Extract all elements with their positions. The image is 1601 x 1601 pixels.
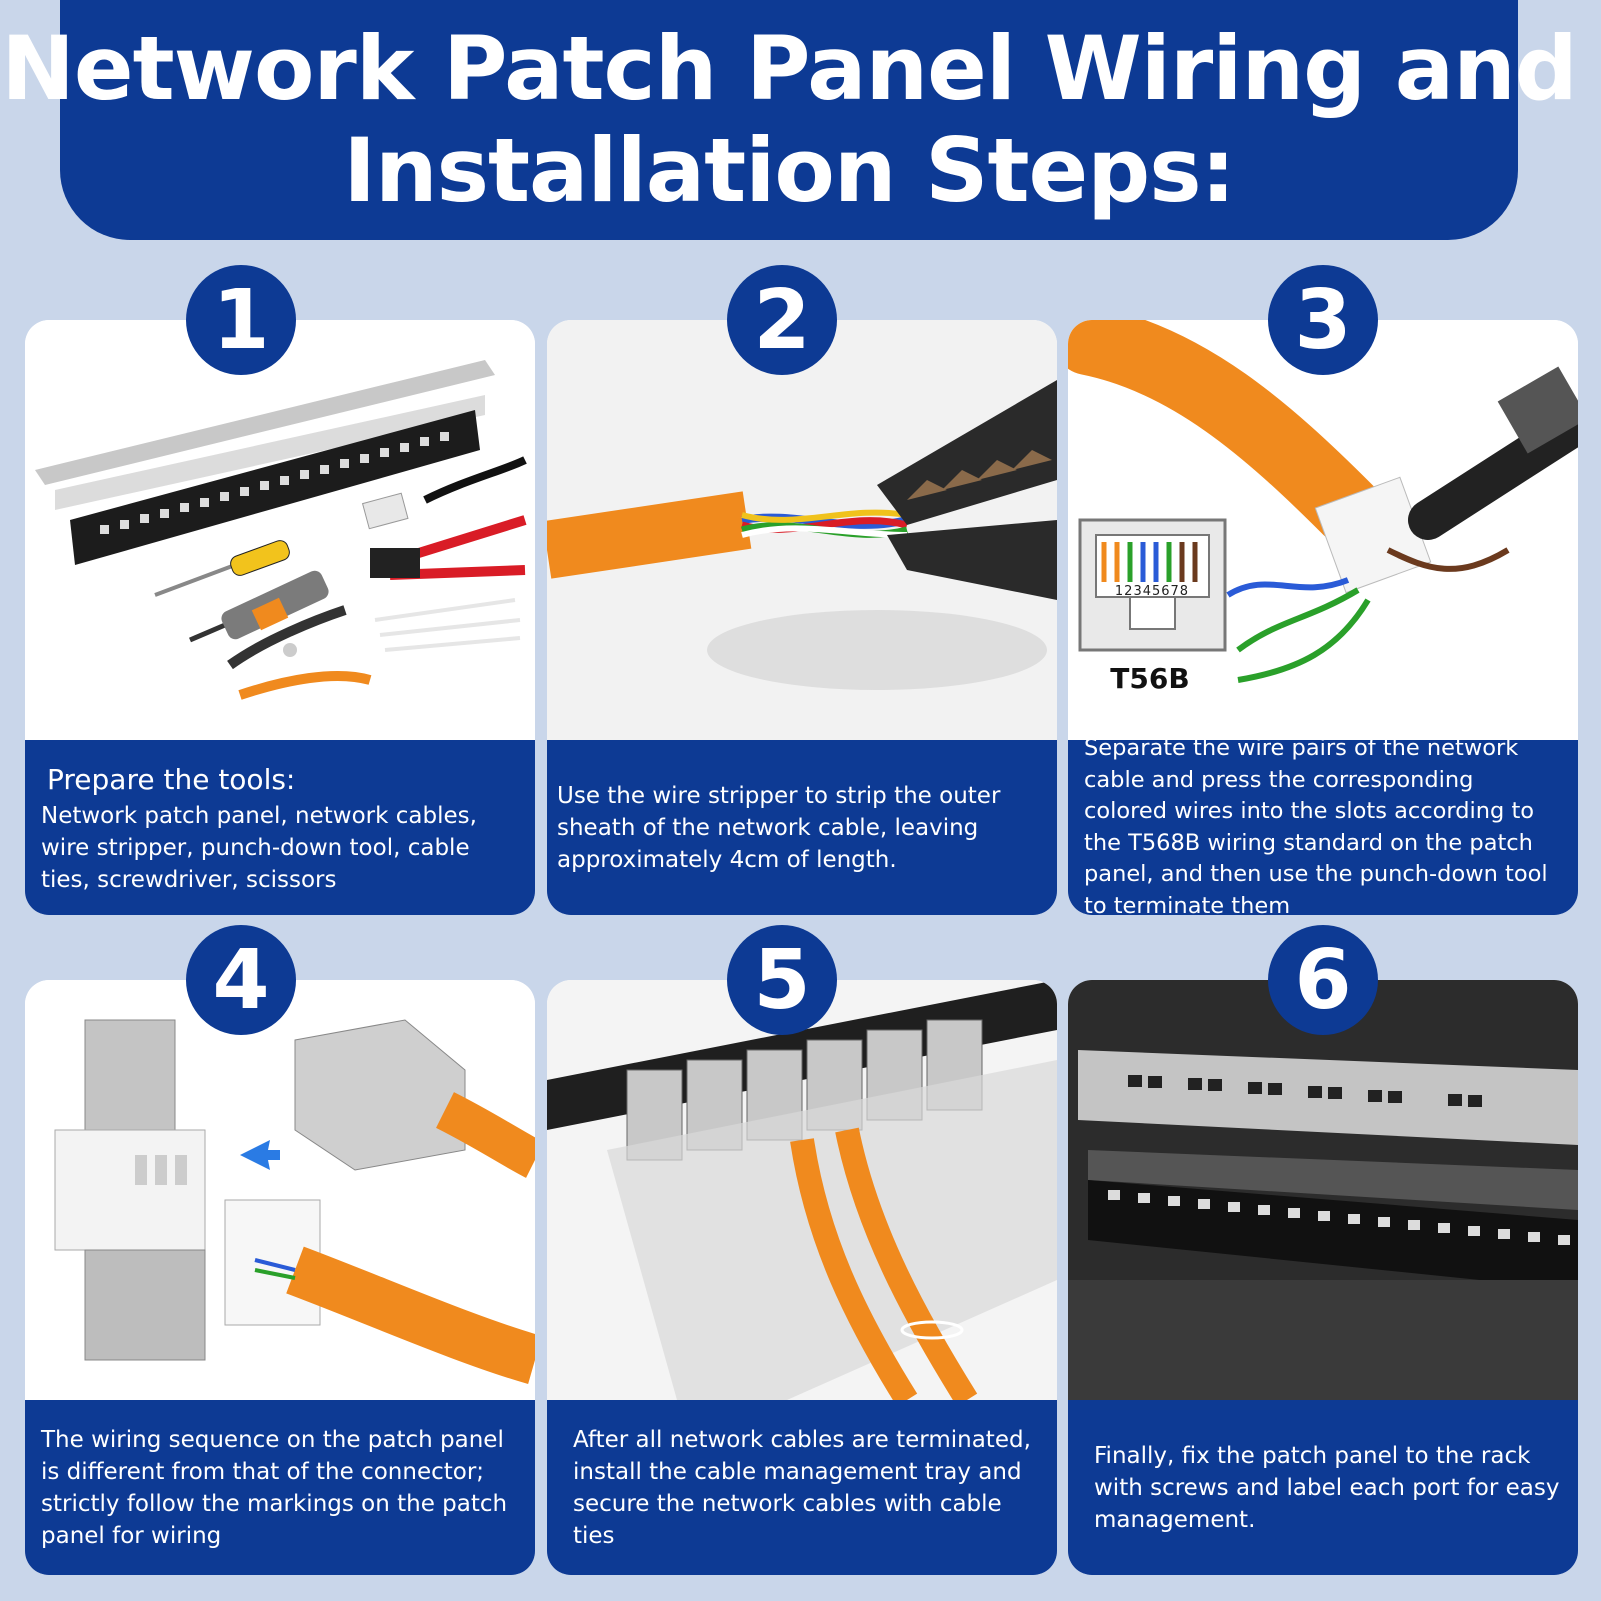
step-2-badge: 2 — [727, 265, 837, 375]
step-4-badge: 4 — [186, 925, 296, 1035]
keystone-jack-image — [25, 980, 535, 1400]
punch-down-image: 12345678 T56B — [1068, 320, 1578, 740]
step-6-card: Finally, fix the patch panel to the rack… — [1068, 980, 1578, 1575]
page-title-line-2: Installation Steps: — [343, 119, 1236, 222]
step-5-caption: After all network cables are terminated,… — [547, 1400, 1057, 1575]
cable-tray-image — [547, 980, 1057, 1400]
title-banner: Network Patch Panel Wiring and Installat… — [1, 0, 1578, 240]
step-1-text: Network patch panel, network cables, wir… — [41, 802, 477, 893]
step-6-badge: 6 — [1268, 925, 1378, 1035]
step-3-card: 12345678 T56B Separate the wire pairs of… — [1068, 320, 1578, 915]
step-3-caption: Separate the wire pairs of the network c… — [1068, 735, 1578, 915]
step-3-text: Separate the wire pairs of the network c… — [1084, 735, 1548, 915]
step-5-card: After all network cables are terminated,… — [547, 980, 1057, 1575]
rack-installation-image — [1068, 980, 1578, 1400]
step-5-badge: 5 — [727, 925, 837, 1035]
step-5-text: After all network cables are terminated,… — [573, 1426, 1031, 1549]
step-1-card: Prepare the tools: Network patch panel, … — [25, 320, 535, 915]
tools-image — [25, 320, 535, 740]
step-2-caption: Use the wire stripper to strip the outer… — [547, 740, 1057, 915]
step-2-text: Use the wire stripper to strip the outer… — [557, 782, 1001, 873]
wire-stripping-image — [547, 320, 1057, 740]
step-4-card: The wiring sequence on the patch panel i… — [25, 980, 535, 1575]
step-6-text: Finally, fix the patch panel to the rack… — [1094, 1442, 1560, 1533]
pin-numbers: 12345678 — [1115, 584, 1189, 599]
page-title-line-1: Network Patch Panel Wiring and — [1, 17, 1577, 120]
step-2-card: Use the wire stripper to strip the outer… — [547, 320, 1057, 915]
step-3-badge: 3 — [1268, 265, 1378, 375]
step-4-caption: The wiring sequence on the patch panel i… — [25, 1400, 535, 1575]
t56b-label: T56B — [1110, 662, 1189, 695]
step-1-caption: Prepare the tools: Network patch panel, … — [25, 740, 535, 915]
step-1-badge: 1 — [186, 265, 296, 375]
step-4-text: The wiring sequence on the patch panel i… — [41, 1426, 508, 1549]
step-6-caption: Finally, fix the patch panel to the rack… — [1068, 1400, 1578, 1575]
step-1-heading: Prepare the tools: — [47, 762, 296, 796]
